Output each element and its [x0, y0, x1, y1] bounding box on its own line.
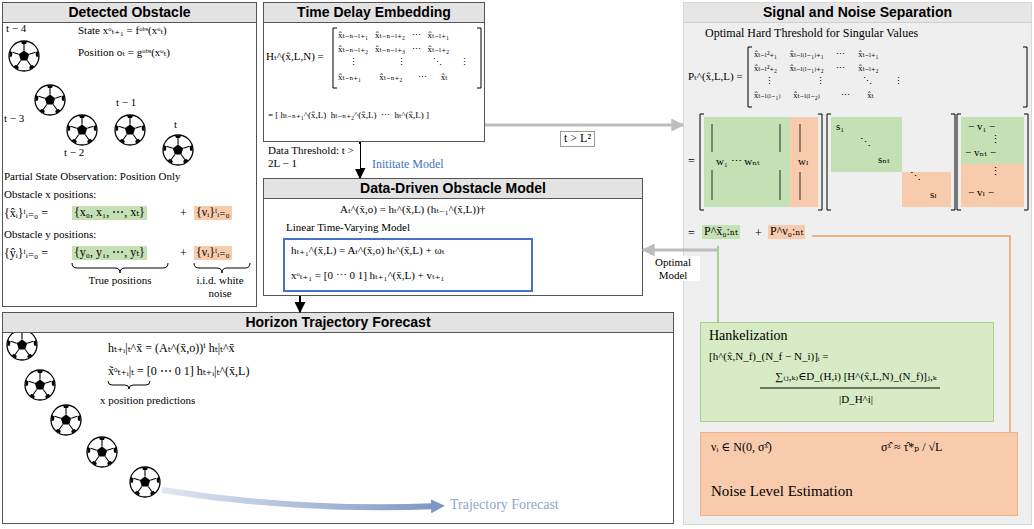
node-text: xᵒₜ₊₁ = [0 ⋯ 0 1] hₜ₊₁^(x̄,L) + vₜ₊₁	[291, 269, 444, 282]
panel-title: Horizon Trajectory Forecast	[3, 313, 673, 333]
text-label: x̃ᵒₜ₊ᵢ|ₜ = [0 ⋯ 0 1] hₜ₊ᵢ|ₜ^(x̄,L)	[108, 365, 249, 379]
text-label: Hₜ^(x̂,L,N) =	[266, 50, 324, 63]
edge-label: t > L²	[560, 131, 595, 147]
node-text: ∑₍ⱼ,ₖ₎∈D_(H,i) [H^(x̂,L,N)_(N_f)]ⱼ,ₖ	[721, 370, 991, 383]
text-label: x̂ₜ₋ₗ₍ₗ₋₁₎ x̂ₜ₋ₗ₍ₗ₋₂₎ ⋯ x̂ₜ	[754, 91, 874, 101]
svd-blocks	[704, 117, 1024, 207]
text-label: =	[688, 155, 695, 169]
node-text: |D_H^i|	[721, 393, 991, 406]
text-label: Position oₜ = gᵒᵇˢ(xᵒₜ)	[78, 46, 170, 59]
connector-arrow	[485, 124, 683, 127]
panel-title: Data-Driven Obstacle Model	[264, 179, 642, 199]
text-label: x̂ₜ₋ₙ₊₁ x̂ₜ₋ₙ₊₂ ⋯ x̂ₜ	[338, 72, 447, 82]
text-label: wₗ	[798, 155, 809, 168]
panel-title: Signal and Noise Separation	[684, 3, 1031, 23]
text-label: Aₜ^(x̄,o) = hₜ^(x̄,L) (hₜ₋₁^(x̄,L))†	[340, 203, 485, 216]
fraction-bar	[760, 388, 940, 389]
text-label: = [ hₜ₋ₙ₊₁^(x̂,L) hₜ₋ₙ₊₂^(x̂,L) ⋯ hₜ^(x̂…	[268, 110, 429, 120]
node-text: σˣ̂ ≈ τ̂*ₚ / √L	[881, 441, 942, 455]
text-label: Trajectory Forecast	[450, 497, 559, 513]
text-label: t − 3	[4, 112, 24, 125]
text-label: t − 1	[116, 96, 136, 109]
text-label: ⋮ ⋮ ⋱ ⋮	[338, 57, 469, 67]
text-label: s₁	[836, 120, 844, 133]
text-label: sₗ	[930, 188, 937, 201]
text-label: t − 4	[6, 22, 26, 35]
text-label: Inititate Model	[372, 158, 444, 172]
text-label: ⋮	[990, 165, 1001, 178]
text-label: x position predictions	[100, 394, 195, 407]
soccer-balls	[7, 41, 193, 497]
text-label: P^x̄₀:ₙₜ	[702, 225, 740, 239]
text-label: hₜ₊ᵢ|ₜ^x̄ = (Aₜ^(x̄,o))ⁱ hₜ|ₜ^x̄	[108, 342, 235, 356]
text-label: x̂ₜ₋ₙ₋ₗ₊₁ x̂ₜ₋ₙ₋ₗ₊₂ ⋯ x̂ₜ₋ₗ₊₁	[338, 30, 449, 40]
text-label: +	[180, 207, 187, 221]
text-label: True positions	[85, 274, 155, 287]
text-label: − vₗ −	[968, 186, 994, 199]
text-label: {x₀, x₁, ⋯, xₜ}	[72, 206, 147, 220]
node-text: Noise Level Estimation	[711, 483, 853, 500]
text-label: +	[755, 227, 762, 241]
matrix-brackets	[333, 28, 1028, 210]
text-label: ⋱	[910, 170, 921, 183]
connector-arrow	[359, 142, 361, 178]
text-label: t − 2	[64, 146, 84, 159]
node-text: hₜ₊₁^(x̄,L) = Aₜ^(x̄,o) hₜ^(x̄,L) + ωₜ	[291, 244, 444, 257]
text-label: Obstacle x positions:	[4, 188, 96, 201]
panel-title: Time Delay Embedding	[264, 3, 484, 23]
trajectory-arrow	[162, 490, 438, 507]
text-label: Pₜ^(x̂,L,L) =	[688, 70, 743, 83]
edge-label: Optimal Model	[646, 256, 700, 281]
braces	[72, 263, 250, 389]
leader-lines	[683, 236, 1010, 432]
text-label: Optimal Hard Threshold for Singular Valu…	[705, 27, 918, 41]
text-label: Partial State Observation: Position Only	[4, 170, 181, 183]
model-box: hₜ₊₁^(x̄,L) = Aₜ^(x̄,o) hₜ^(x̄,L) + ωₜ xᵒ…	[283, 238, 533, 292]
panel-box: Data-Driven Obstacle Model hₜ₊₁^(x̄,L) = …	[263, 178, 643, 296]
text-label: − v₁ −	[968, 120, 995, 133]
text-label: =	[688, 227, 695, 241]
text-label: Obstacle y positions:	[4, 228, 96, 241]
text-label: {νᵢ}ᵗᵢ₌₀	[194, 206, 232, 220]
edge-label: Data Threshold: t > 2L − 1	[266, 144, 360, 169]
text-label: w₁ ⋯ wₙₜ	[716, 155, 760, 168]
hankel-box: Hankelization [h^(x̂,N_f)_(N_f − N_i)]ᵢ =…	[700, 322, 994, 422]
noise-box: νᵢ ∈ N(0, σˣ̂) σˣ̂ ≈ τ̂*ₚ / √L Noise Level…	[700, 432, 1018, 516]
text-label: {x̂ᵢ}ᵗᵢ₌₀ =	[4, 207, 48, 221]
text-label: {ŷᵢ}ᵗᵢ₌₀ =	[4, 247, 48, 261]
panel-box: Horizon Trajectory Forecast	[2, 312, 674, 524]
text-label: x̂ₜ₋ₙ₋ₗ₊₂ x̂ₜ₋ₙ₋ₗ₊₃ ⋯ x̂ₜ₋ₗ₊₂	[338, 44, 449, 54]
node-text: Hankelization	[709, 328, 788, 344]
text-label: i.i.d. white noise	[187, 274, 253, 299]
node-text: [h^(x̂,N_f)_(N_f − N_i)]ᵢ =	[709, 350, 829, 363]
text-label: State xᵒₜ₊₁ = fᵒᵇˢ(xᵒₜ)	[78, 24, 167, 37]
text-label: x̂ₜ₋ₗ²₊₁ x̂ₜ₋ₗ₍ₗ₋₁₎₊₁ ⋯ x̂ₜ₋ₗ₊₁	[754, 50, 879, 60]
text-label: Linear Time-Varying Model	[286, 221, 410, 234]
text-label: ⋮ ⋮ ⋱ ⋮	[754, 77, 903, 87]
text-label: {y₀, y₁, ⋯, yₜ}	[72, 246, 147, 260]
text-label: P^ν₀:ₙₜ	[768, 225, 805, 239]
text-label: {νᵢ}ᵗᵢ₌₀	[194, 246, 232, 260]
text-label: x̂ₜ₋ₗ²₊₂ x̂ₜ₋ₗ₍ₗ₋₁₎₊₂ ⋯ x̂ₜ₋ₗ₊₂	[754, 64, 879, 74]
panel-title: Detected Obstacle	[3, 3, 256, 23]
text-label: +	[180, 247, 187, 261]
text-label: − vₙₜ −	[965, 146, 996, 159]
text-label: ⋮	[990, 133, 1001, 146]
connector-arrow	[643, 249, 683, 252]
text-label: t	[174, 118, 177, 131]
text-label: sₙₜ	[878, 153, 890, 166]
text-label: ⋱	[860, 136, 871, 149]
connector-arrow	[299, 296, 301, 312]
node-text: νᵢ ∈ N(0, σˣ̂)	[711, 441, 772, 455]
